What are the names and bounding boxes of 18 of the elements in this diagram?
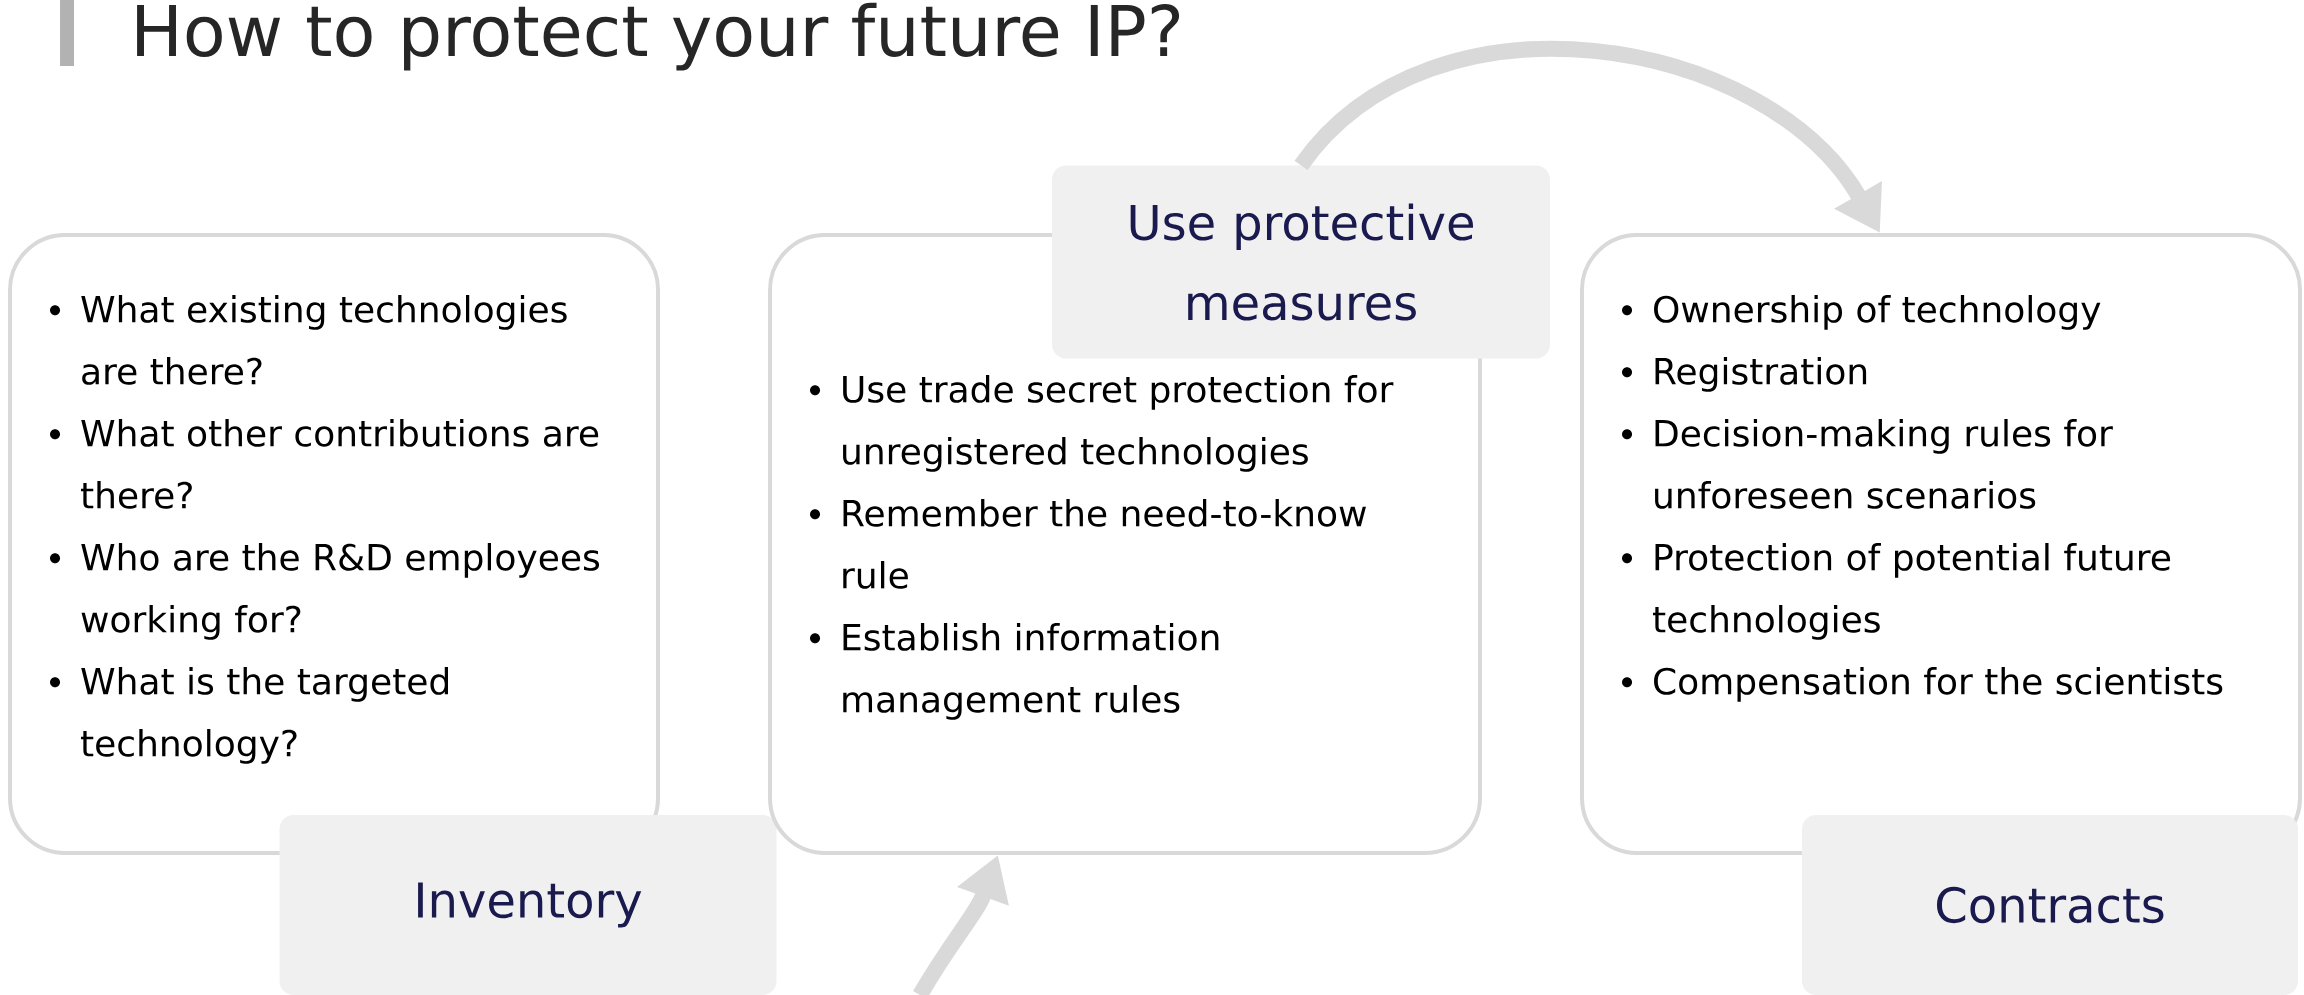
label-box: Inventory — [279, 815, 777, 995]
bullet-item: Decision-making rules for unforeseen scenarios — [1622, 419, 2113, 509]
label-box: Contracts — [1802, 815, 2298, 995]
title: How to protect your future IP? — [137, 2, 1180, 71]
card — [8, 233, 660, 855]
bullet-item: What existing technologies are there? — [50, 295, 567, 385]
bullet-item: What other contributions are there? — [50, 419, 599, 509]
bullet-item: Ownership of technology — [1622, 295, 2101, 330]
bullet-item: Establish information management rules — [810, 623, 1219, 720]
bullet-item: Remember the need-to-know rule — [810, 499, 1366, 589]
bullet-item: Compensation for the scientists — [1622, 667, 2223, 702]
bullet-item: Protection of potential future technologies — [1622, 543, 2171, 640]
label-box: Use protective measures — [1052, 165, 1550, 359]
card — [1580, 233, 2302, 855]
bullet-item: Registration — [1622, 357, 1867, 392]
bullet-item: What is the targeted technology? — [50, 667, 448, 764]
bullet-item: Who are the R&D employees working for? — [50, 543, 600, 640]
bullet-item: Use trade secret protection for unregistered technologies — [810, 375, 1394, 472]
